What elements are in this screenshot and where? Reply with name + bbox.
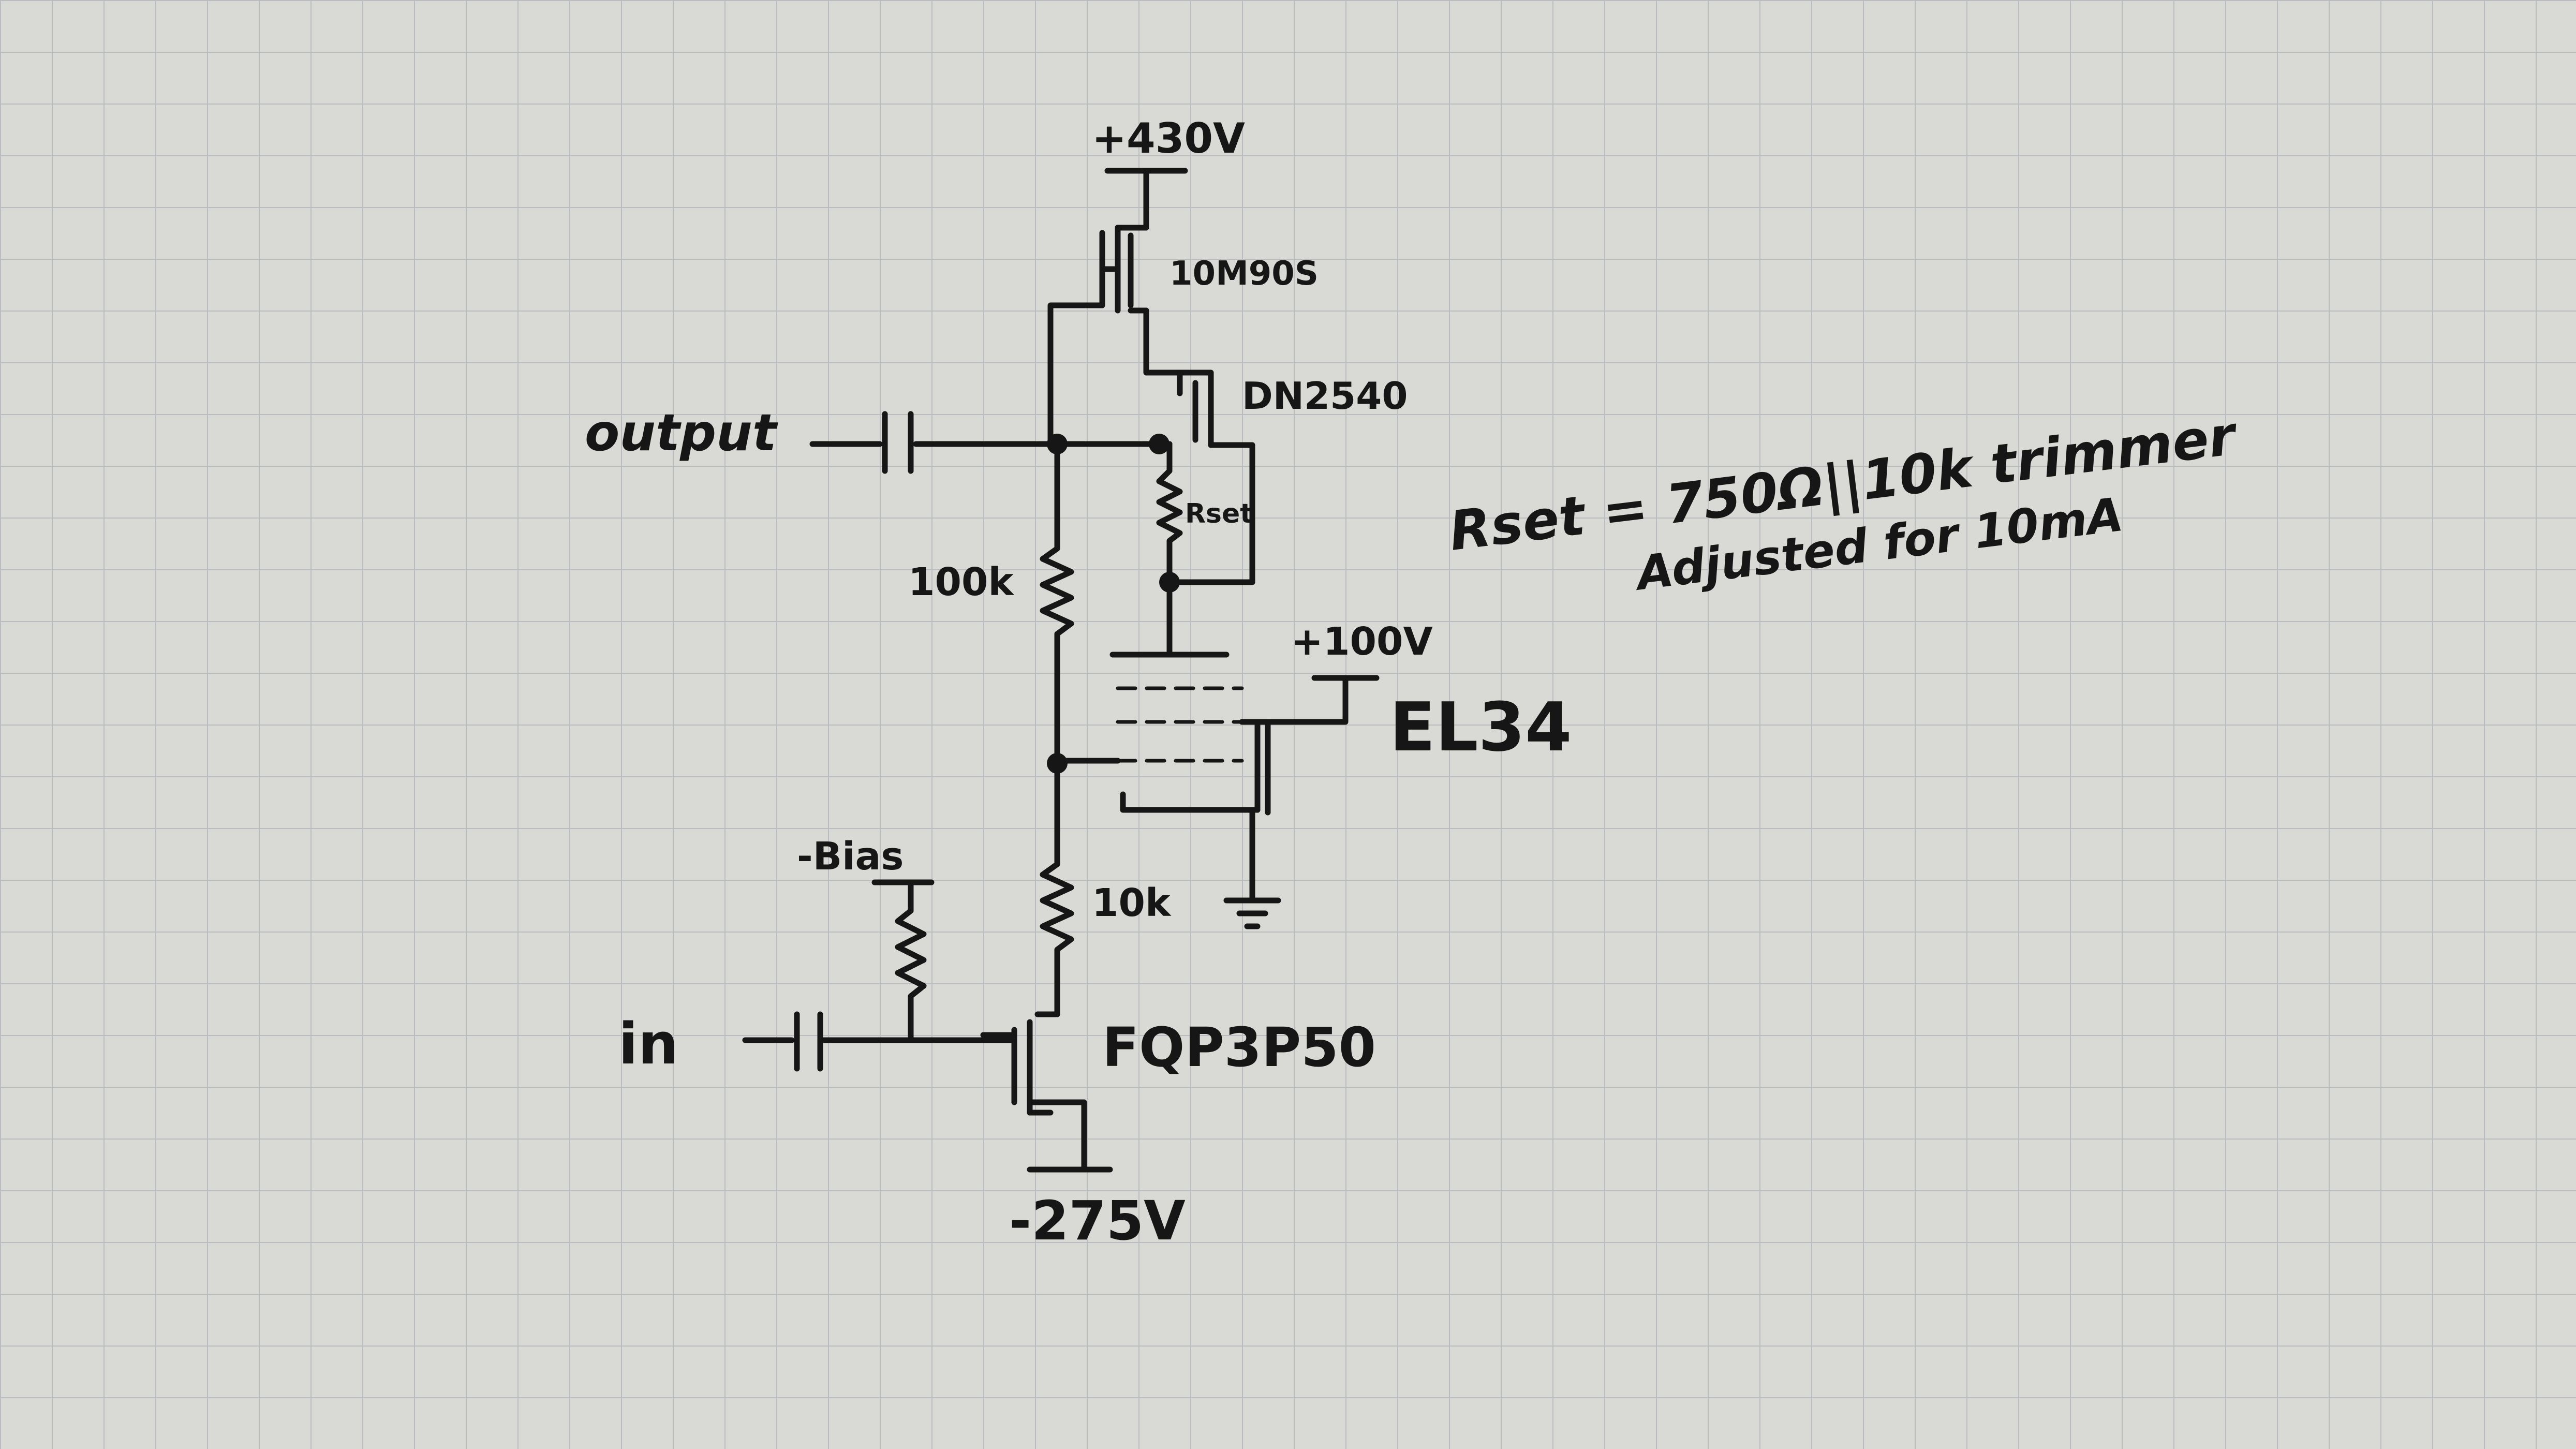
tube-cathode (1120, 791, 1261, 813)
label-screen-supply: +100V (1291, 619, 1433, 664)
input-coupling-capacitor (742, 1011, 1017, 1072)
resistor-100k (1040, 441, 1074, 764)
label-r-cathode: 10k (1092, 881, 1172, 925)
resistor-rset (1156, 441, 1183, 658)
label-r-plate: 100k (908, 560, 1014, 604)
label-output: output (585, 404, 778, 463)
resistor-bias (871, 879, 935, 1043)
ground-symbol (1223, 807, 1281, 929)
junction-dot-dn2540 (1149, 434, 1169, 454)
mosfet-dn2540 (1166, 369, 1255, 585)
label-q-depletion: DN2540 (1242, 374, 1408, 418)
label-supply-bottom: -275V (1009, 1189, 1186, 1252)
label-r-set: Rset (1185, 498, 1253, 529)
tube-el34 (1109, 652, 1380, 816)
label-input: in (618, 1011, 678, 1077)
label-bias: -Bias (797, 834, 904, 879)
label-supply-top: +430V (1092, 114, 1245, 162)
output-coupling-capacitor (809, 411, 1054, 474)
resistor-10k (1034, 760, 1074, 1017)
mosfet-10m90s (1047, 225, 1183, 448)
label-tube: EL34 (1389, 688, 1572, 766)
label-q-bottom: FQP3P50 (1102, 1016, 1376, 1079)
label-q-top: 10M90S (1169, 255, 1319, 293)
junction-dot-rset (1159, 572, 1180, 593)
